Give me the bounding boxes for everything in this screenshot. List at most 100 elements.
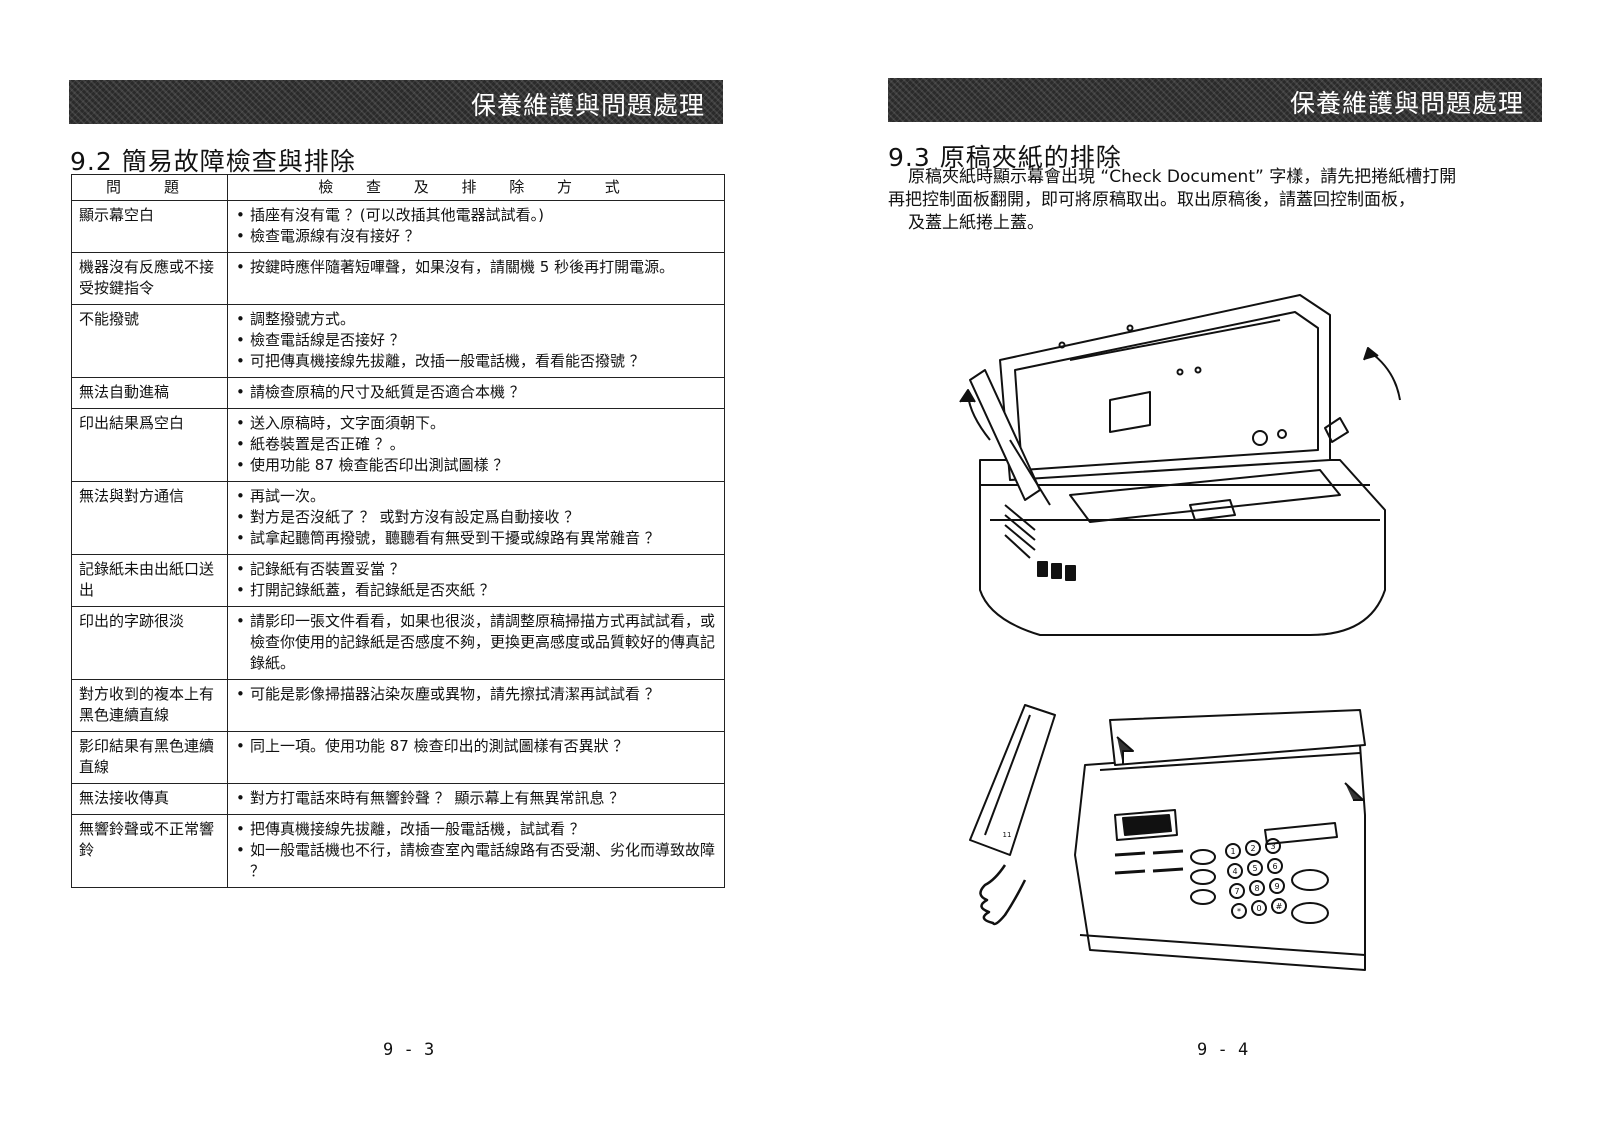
column-header-problem: 問 題 — [71, 174, 228, 201]
keypad-key: 6 — [1272, 862, 1277, 871]
table-row: 無響鈴聲或不正常響鈴把傳真機接線先拔離，改插一般電話機，試試看 ？如一般電話機也… — [71, 814, 725, 888]
solution-cell: 把傳真機接線先拔離，改插一般電話機，試試看 ？如一般電話機也不行，請檢查室內電話… — [227, 814, 725, 888]
solution-list: 調整撥號方式。檢查電話線是否接好 ？可把傳真機接線先拔離，改插一般電話機，看看能… — [235, 309, 718, 372]
solution-item: 檢查電源線有沒有接好 ？ — [235, 226, 718, 247]
solution-item: 再試一次。 — [235, 486, 718, 507]
keypad-key: 4 — [1232, 867, 1237, 876]
right-page: 保養維護與問題處理 9.3 原稿夾紙的排除 原稿夾紙時顯示幕會出現 “Check… — [800, 0, 1600, 1143]
solution-list: 插座有沒有電 ？(可以改插其他電器試試看。)檢查電源線有沒有接好 ？ — [235, 205, 718, 247]
table-row: 無法接收傳真對方打電話來時有無響鈴聲 ？ 顯示幕上有無異常訊息 ？ — [71, 783, 725, 815]
table-row: 不能撥號調整撥號方式。檢查電話線是否接好 ？可把傳真機接線先拔離，改插一般電話機… — [71, 304, 725, 378]
left-page-number: 9 - 3 — [383, 1040, 435, 1060]
solution-item: 請影印一張文件看看，如果也很淡，請調整原稿掃描方式再試試看，或檢查你使用的記錄紙… — [235, 611, 718, 674]
solution-item: 打開記錄紙蓋，看記錄紙是否夾紙 ？ — [235, 580, 718, 601]
keypad-key: 5 — [1252, 864, 1257, 873]
problem-cell: 印出的字跡很淡 — [71, 606, 228, 680]
keypad-key: 0 — [1256, 904, 1261, 913]
troubleshooting-table: 問 題 檢 查 及 排 除 方 式 顯示幕空白插座有沒有電 ？(可以改插其他電器… — [71, 174, 725, 888]
right-header-bar: 保養維護與問題處理 — [888, 78, 1542, 122]
instruction-line: 再把控制面板翻開，即可將原稿取出。取出原稿後，請蓋回控制面板， — [888, 190, 1415, 210]
solution-cell: 插座有沒有電 ？(可以改插其他電器試試看。)檢查電源線有沒有接好 ？ — [227, 200, 725, 253]
table-header-row: 問 題 檢 查 及 排 除 方 式 — [71, 174, 725, 201]
problem-cell: 無法自動進稿 — [71, 377, 228, 409]
fax-open-cover-illustration — [959, 294, 1401, 636]
table-row: 無法與對方通信再試一次。對方是否沒紙了 ？ 或對方沒有設定爲自動接收 ？試拿起聽… — [71, 481, 725, 555]
solution-item: 插座有沒有電 ？(可以改插其他電器試試看。) — [235, 205, 718, 226]
keypad-key: * — [1237, 907, 1241, 916]
solution-item: 把傳真機接線先拔離，改插一般電話機，試試看 ？ — [235, 819, 718, 840]
jam-instructions: 原稿夾紙時顯示幕會出現 “Check Document” 字樣，請先把捲紙槽打開… — [888, 166, 1548, 235]
solution-item: 可能是影像掃描器沾染灰塵或異物，請先擦拭清潔再試試看 ？ — [235, 684, 718, 705]
table-row: 無法自動進稿請檢查原稿的尺寸及紙質是否適合本機 ？ — [71, 377, 725, 409]
solution-list: 按鍵時應伴隨著短嗶聲，如果沒有，請關機 5 秒後再打開電源。 — [235, 257, 718, 278]
solution-item: 同上一項。使用功能 87 檢查印出的測試圖樣有否異狀 ？ — [235, 736, 718, 757]
right-section-title: 9.3 原稿夾紙的排除 — [888, 143, 1122, 172]
table-row: 印出結果爲空白送入原稿時，文字面須朝下。紙卷裝置是否正確 ？。使用功能 87 檢… — [71, 408, 725, 482]
problem-cell: 無響鈴聲或不正常響鈴 — [71, 814, 228, 888]
instruction-line: 及蓋上紙捲上蓋。 — [908, 213, 1044, 233]
left-header-title: 保養維護與問題處理 — [470, 91, 705, 120]
solution-cell: 請檢查原稿的尺寸及紙質是否適合本機 ？ — [227, 377, 725, 409]
keypad-key: 9 — [1274, 882, 1279, 891]
solution-item: 對方打電話來時有無響鈴聲 ？ 顯示幕上有無異常訊息 ？ — [235, 788, 718, 809]
solution-cell: 請影印一張文件看看，如果也很淡，請調整原稿掃描方式再試試看，或檢查你使用的記錄紙… — [227, 606, 725, 680]
solution-cell: 送入原稿時，文字面須朝下。紙卷裝置是否正確 ？。使用功能 87 檢查能否印出測試… — [227, 408, 725, 482]
table-row: 影印結果有黑色連續直線同上一項。使用功能 87 檢查印出的測試圖樣有否異狀 ？ — [71, 731, 725, 784]
table-row: 機器沒有反應或不接受按鍵指令按鍵時應伴隨著短嗶聲，如果沒有，請關機 5 秒後再打… — [71, 252, 725, 305]
problem-cell: 不能撥號 — [71, 304, 228, 378]
solution-cell: 按鍵時應伴隨著短嗶聲，如果沒有，請關機 5 秒後再打開電源。 — [227, 252, 725, 305]
column-header-solution: 檢 查 及 排 除 方 式 — [227, 174, 725, 201]
solution-cell: 再試一次。對方是否沒紙了 ？ 或對方沒有設定爲自動接收 ？試拿起聽筒再撥號，聽聽… — [227, 481, 725, 555]
problem-cell: 印出結果爲空白 — [71, 408, 228, 482]
table-row: 顯示幕空白插座有沒有電 ？(可以改插其他電器試試看。)檢查電源線有沒有接好 ？ — [71, 200, 725, 253]
instruction-line: 原稿夾紙時顯示幕會出現 “Check Document” 字樣，請先把捲紙槽打開 — [908, 167, 1457, 187]
problem-cell: 無法接收傳真 — [71, 783, 228, 815]
solution-list: 記錄紙有否裝置妥當 ？打開記錄紙蓋，看記錄紙是否夾紙 ？ — [235, 559, 718, 601]
handset-mark: 11 — [1003, 831, 1012, 839]
table-row: 對方收到的複本上有黑色連續直線可能是影像掃描器沾染灰塵或異物，請先擦拭清潔再試試… — [71, 679, 725, 732]
problem-cell: 影印結果有黑色連續直線 — [71, 731, 228, 784]
solution-item: 請檢查原稿的尺寸及紙質是否適合本機 ？ — [235, 382, 718, 403]
solution-cell: 同上一項。使用功能 87 檢查印出的測試圖樣有否異狀 ？ — [227, 731, 725, 784]
solution-item: 送入原稿時，文字面須朝下。 — [235, 413, 718, 434]
table-row: 印出的字跡很淡請影印一張文件看看，如果也很淡，請調整原稿掃描方式再試試看，或檢查… — [71, 606, 725, 680]
solution-item: 紙卷裝置是否正確 ？。 — [235, 434, 718, 455]
solution-list: 把傳真機接線先拔離，改插一般電話機，試試看 ？如一般電話機也不行，請檢查室內電話… — [235, 819, 718, 882]
solution-item: 檢查電話線是否接好 ？ — [235, 330, 718, 351]
right-page-number: 9 - 4 — [1197, 1040, 1249, 1060]
solution-item: 調整撥號方式。 — [235, 309, 718, 330]
solution-cell: 對方打電話來時有無響鈴聲 ？ 顯示幕上有無異常訊息 ？ — [227, 783, 725, 815]
solution-cell: 記錄紙有否裝置妥當 ？打開記錄紙蓋，看記錄紙是否夾紙 ？ — [227, 554, 725, 607]
solution-list: 再試一次。對方是否沒紙了 ？ 或對方沒有設定爲自動接收 ？試拿起聽筒再撥號，聽聽… — [235, 486, 718, 549]
solution-list: 請影印一張文件看看，如果也很淡，請調整原稿掃描方式再試試看，或檢查你使用的記錄紙… — [235, 611, 718, 674]
solution-cell: 可能是影像掃描器沾染灰塵或異物，請先擦拭清潔再試試看 ？ — [227, 679, 725, 732]
solution-item: 對方是否沒紙了 ？ 或對方沒有設定爲自動接收 ？ — [235, 507, 718, 528]
right-header-title: 保養維護與問題處理 — [1289, 89, 1524, 118]
left-page: 保養維護與問題處理 9.2 簡易故障檢查與排除 問 題 檢 查 及 排 除 方 … — [0, 0, 800, 1143]
keypad-key: # — [1276, 902, 1283, 911]
fax-closed-illustration: 1 2 3 4 5 6 7 8 9 * 0 # 11 — [969, 704, 1366, 971]
problem-cell: 記錄紙未由出紙口送出 — [71, 554, 228, 607]
keypad-key: 8 — [1254, 884, 1259, 893]
solution-list: 同上一項。使用功能 87 檢查印出的測試圖樣有否異狀 ？ — [235, 736, 718, 757]
keypad-key: 1 — [1230, 847, 1235, 856]
solution-list: 對方打電話來時有無響鈴聲 ？ 顯示幕上有無異常訊息 ？ — [235, 788, 718, 809]
solution-list: 送入原稿時，文字面須朝下。紙卷裝置是否正確 ？。使用功能 87 檢查能否印出測試… — [235, 413, 718, 476]
solution-cell: 調整撥號方式。檢查電話線是否接好 ？可把傳真機接線先拔離，改插一般電話機，看看能… — [227, 304, 725, 378]
solution-list: 請檢查原稿的尺寸及紙質是否適合本機 ？ — [235, 382, 718, 403]
problem-cell: 對方收到的複本上有黑色連續直線 — [71, 679, 228, 732]
left-header-bar: 保養維護與問題處理 — [69, 80, 723, 124]
keypad-key: 3 — [1270, 842, 1275, 851]
solution-item: 記錄紙有否裝置妥當 ？ — [235, 559, 718, 580]
problem-cell: 顯示幕空白 — [71, 200, 228, 253]
solution-list: 可能是影像掃描器沾染灰塵或異物，請先擦拭清潔再試試看 ？ — [235, 684, 718, 705]
left-section-title: 9.2 簡易故障檢查與排除 — [70, 147, 356, 176]
keypad-key: 7 — [1234, 887, 1239, 896]
solution-item: 試拿起聽筒再撥號，聽聽看有無受到干擾或線路有異常雜音 ？ — [235, 528, 718, 549]
table-row: 記錄紙未由出紙口送出記錄紙有否裝置妥當 ？打開記錄紙蓋，看記錄紙是否夾紙 ？ — [71, 554, 725, 607]
problem-cell: 無法與對方通信 — [71, 481, 228, 555]
solution-item: 按鍵時應伴隨著短嗶聲，如果沒有，請關機 5 秒後再打開電源。 — [235, 257, 718, 278]
solution-item: 可把傳真機接線先拔離，改插一般電話機，看看能否撥號 ？ — [235, 351, 718, 372]
solution-item: 使用功能 87 檢查能否印出測試圖樣 ？ — [235, 455, 718, 476]
solution-item: 如一般電話機也不行，請檢查室內電話線路有否受潮、劣化而導致故障 ？ — [235, 840, 718, 882]
